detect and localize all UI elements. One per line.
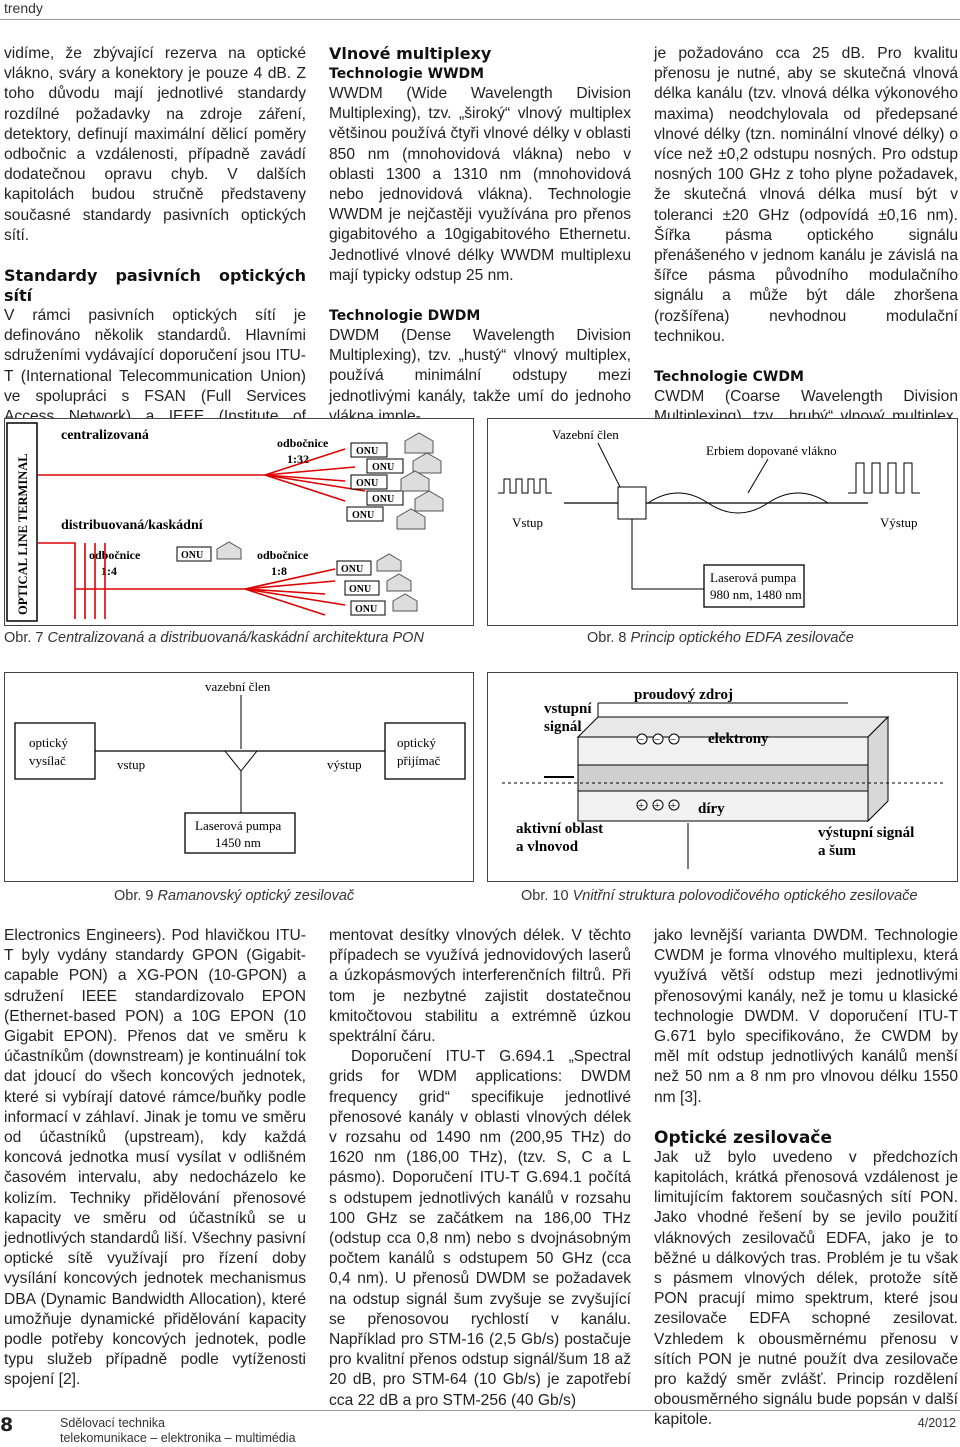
- plus-sign: +: [670, 800, 676, 812]
- splitter-ratio-1-4: 1:4: [101, 564, 117, 578]
- minus-sign: −: [638, 734, 644, 746]
- paragraph: je požadováno cca 25 dB. Pro kvalitu pře…: [654, 45, 958, 345]
- pump-wavelength: 980 nm, 1480 nm: [710, 587, 802, 602]
- transmitter-label-1: optický: [29, 735, 68, 750]
- onu-label: ONU: [356, 446, 378, 457]
- top-middle-column: Vlnové multiplexy Technologie WWDM WWDM …: [329, 44, 631, 427]
- output-label: Výstup: [880, 515, 918, 530]
- caption-text: Princip optického EDFA zesilovače: [630, 630, 854, 646]
- onu-label: ONU: [349, 584, 371, 595]
- input-signal-label-1: vstupní: [544, 701, 592, 717]
- onu-group-bottom: ONU ONU ONU ONU: [176, 541, 418, 616]
- magazine-title: Sdělovací technika: [60, 1416, 165, 1430]
- output-signal-label-1: výstupní signál: [818, 825, 914, 841]
- minus-sign: −: [654, 734, 660, 746]
- paragraph: Jak už bylo uvedeno v předchozích kapito…: [654, 1148, 958, 1429]
- onu-label: ONU: [181, 550, 203, 561]
- caption-text: Centralizovaná a distribuovaná/kaskádní …: [47, 630, 424, 646]
- coupler-label: vazební člen: [205, 679, 271, 694]
- electrons-label: elektrony: [708, 731, 769, 747]
- olt-label: OPTICAL LINE TERMINAL: [16, 453, 30, 615]
- hole-markers: + + +: [636, 799, 680, 812]
- plus-sign: +: [654, 800, 660, 812]
- onu-label: ONU: [372, 462, 394, 473]
- magazine-name: Sdělovací technika telekomunikace – elek…: [60, 1416, 296, 1446]
- onu-label: ONU: [372, 494, 394, 505]
- figure-pon-architecture: OPTICAL LINE TERMINAL centralizovaná dis…: [4, 418, 474, 626]
- distributed-label: distribuovaná/kaskádní: [61, 518, 204, 533]
- caption-text: Vnitřní struktura polovodičového optické…: [572, 888, 918, 904]
- onu-group-top: ONU ONU ONU ONU ONU: [346, 432, 444, 530]
- plus-sign: +: [638, 800, 644, 812]
- input-signal-label-2: signál: [544, 719, 582, 735]
- caption-fig7: Obr. 7 Centralizovaná a distribuovaná/ka…: [4, 630, 424, 646]
- heading-standards: Standardy pasivních optických sítí: [4, 266, 306, 306]
- pump-label: Laserová pumpa: [710, 570, 797, 585]
- active-region-label-1: aktivní oblast: [516, 821, 603, 837]
- splitter-label-3: odbočnice: [257, 548, 309, 562]
- paragraph: Doporučení ITU-T G.694.1 „Spectral grids…: [329, 1048, 631, 1409]
- pump-wavelength: 1450 nm: [215, 835, 261, 850]
- top-right-column: je požadováno cca 25 dB. Pro kvalitu pře…: [654, 44, 958, 448]
- splitter-label-1: odbočnice: [277, 436, 329, 450]
- caption-fig10: Obr. 10 Vnitřní struktura polovodičového…: [521, 888, 918, 904]
- onu-label: ONU: [352, 510, 374, 521]
- paragraph: jako levnější varianta DWDM. Technologie…: [654, 927, 958, 1106]
- pump-label: Laserová pumpa: [195, 818, 282, 833]
- heading-multiplex: Vlnové multiplexy: [329, 44, 492, 63]
- page-number: 8: [0, 1414, 14, 1436]
- current-source-label: proudový zdroj: [634, 687, 733, 703]
- receiver-label-1: optický: [397, 735, 436, 750]
- electron-markers: − − −: [636, 733, 680, 746]
- caption-fig9: Obr. 9 Ramanovský optický zesilovač: [114, 888, 354, 904]
- caption-number: Obr. 9: [114, 888, 154, 904]
- paragraph: mentovat desítky vlnových délek. V těcht…: [329, 927, 631, 1046]
- top-left-column: vidíme, že zbývající rezerva na optické …: [4, 44, 306, 447]
- onu-label: ONU: [341, 564, 363, 575]
- splitter-ratio-1-8: 1:8: [271, 564, 287, 578]
- figure-raman-amplifier: vazební člen optický vysílač vstup výstu…: [4, 672, 474, 882]
- paragraph: vidíme, že zbývající rezerva na optické …: [4, 45, 306, 244]
- minus-sign: −: [670, 734, 676, 746]
- input-label: Vstup: [512, 515, 543, 530]
- erbium-fiber-label: Erbiem dopované vlákno: [706, 443, 837, 458]
- caption-text: Ramanovský optický zesilovač: [157, 888, 355, 904]
- splitter-label-2: odbočnice: [89, 548, 141, 562]
- magazine-subtitle: telekomunikace – elektronika – multimédi…: [60, 1431, 296, 1445]
- bottom-right-column: jako levnější varianta DWDM. Technologie…: [654, 926, 958, 1431]
- transmitter-label-2: vysílač: [29, 753, 66, 768]
- active-region-label-2: a vlnovod: [516, 839, 579, 855]
- onu-label: ONU: [356, 478, 378, 489]
- centralized-label: centralizovaná: [61, 428, 149, 443]
- bottom-middle-column: mentovat desítky vlnových délek. V těcht…: [329, 926, 631, 1411]
- paragraph: DWDM (Dense Wavelength Division Multiple…: [329, 327, 631, 425]
- caption-number: Obr. 10: [521, 888, 569, 904]
- caption-fig8: Obr. 8 Princip optického EDFA zesilovače: [587, 630, 854, 646]
- caption-number: Obr. 8: [587, 630, 627, 646]
- issue-number: 4/2012: [917, 1416, 956, 1430]
- heading-optical-amplifiers: Optické zesilovače: [654, 1127, 832, 1148]
- output-label: výstup: [327, 757, 362, 772]
- paragraph: WWDM (Wide Wavelength Division Multiplex…: [329, 85, 631, 284]
- figure-soa-structure: proudový zdroj − − − elektrony + + + dír…: [487, 672, 958, 882]
- holes-label: díry: [698, 801, 725, 817]
- receiver-label-2: přijímač: [397, 753, 441, 768]
- bottom-left-column: Electronics Engineers). Pod hlavičkou IT…: [4, 926, 306, 1391]
- caption-number: Obr. 7: [4, 630, 44, 646]
- coupler-label: Vazební člen: [552, 427, 619, 442]
- heading-wwdm: Technologie WWDM: [329, 66, 485, 82]
- paragraph: Electronics Engineers). Pod hlavičkou IT…: [4, 927, 306, 1389]
- input-label: vstup: [117, 757, 145, 772]
- heading-cwdm: Technologie CWDM: [654, 369, 804, 386]
- footer-rule: [0, 1410, 960, 1411]
- section-label: trendy: [4, 0, 43, 16]
- heading-dwdm: Technologie DWDM: [329, 308, 481, 325]
- figure-edfa-principle: Vazební člen Erbiem dopované vlákno Vstu…: [487, 418, 958, 626]
- output-signal-label-2: a šum: [818, 843, 856, 859]
- header-rule: [0, 19, 960, 20]
- onu-label: ONU: [355, 604, 377, 615]
